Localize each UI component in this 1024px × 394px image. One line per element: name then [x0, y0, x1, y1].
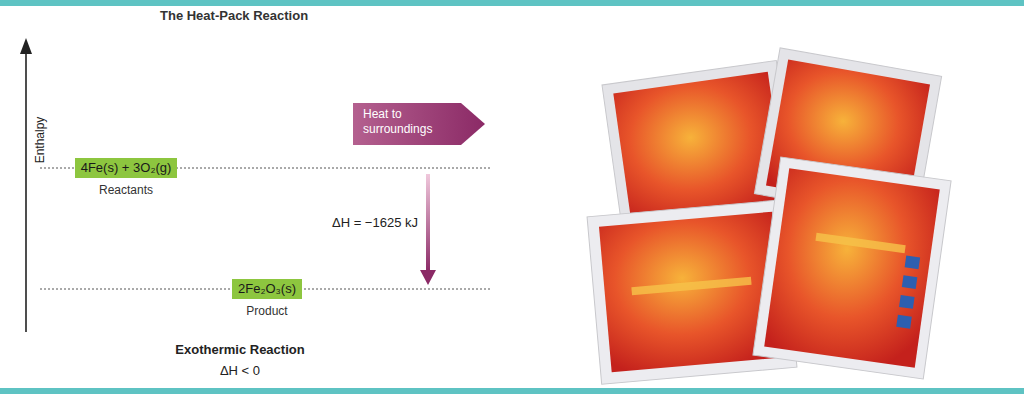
formula-text: 2Fe₂O₃(s) [238, 281, 296, 297]
sign-note: ΔH < 0 [220, 363, 260, 378]
axis-label: Enthalpy [33, 117, 47, 164]
heat-arrow: Heat to surroundings [353, 103, 485, 145]
top-band [0, 0, 1024, 6]
arrow-text: Heat to surroundings [353, 103, 443, 141]
bottom-band [0, 388, 1024, 394]
heat-pack-photo [587, 48, 951, 384]
enthalpy-change-arrow [420, 174, 436, 285]
enthalpy-axis [20, 38, 32, 332]
reaction-type: Exothermic Reaction [175, 342, 304, 357]
level-caption: Product [246, 304, 287, 318]
reactant-box: 4Fe(s) + 3O₂(g)Reactants [75, 158, 178, 178]
formula-text: 4Fe(s) + 3O₂(g) [81, 160, 172, 176]
level-caption: Reactants [99, 183, 153, 197]
product-box: 2Fe₂O₃(s)Product [232, 279, 302, 299]
enthalpy-change: ΔH = −1625 kJ [332, 215, 418, 230]
arrow-body [353, 103, 485, 145]
diagram-title: The Heat-Pack Reaction [160, 8, 308, 23]
